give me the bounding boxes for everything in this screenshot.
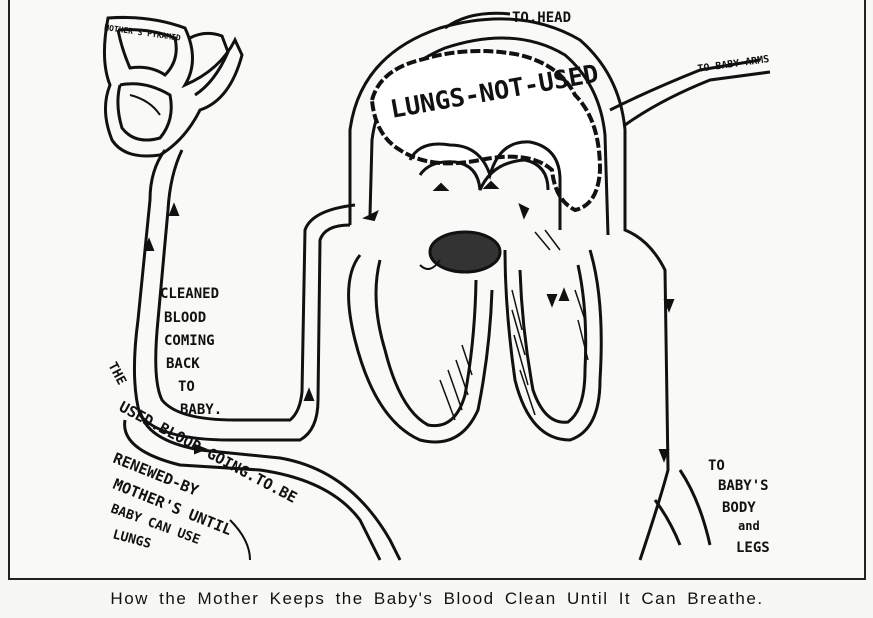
- label-to-baby-arms: TO BABY ARMS: [697, 54, 770, 75]
- body-line-1: TO: [708, 458, 725, 474]
- body-line-5: LEGS: [736, 540, 770, 556]
- label-to-head: TO.HEAD: [512, 10, 571, 26]
- body-line-4: and: [738, 519, 760, 533]
- cleaned-line-6: BABY.: [180, 402, 222, 418]
- label-cleaned-blood: CLEANED BLOOD COMING BACK TO BABY.: [160, 286, 222, 418]
- body-line-3: BODY: [722, 500, 756, 516]
- cleaned-line-3: COMING: [164, 333, 215, 349]
- used-line-1: THE: [104, 360, 128, 388]
- label-to-body-legs: TO BABY'S BODY and LEGS: [708, 458, 770, 556]
- label-mothers-pyramid: MOTHER'S PYRAMID: [104, 23, 182, 43]
- body-line-2: BABY'S: [718, 478, 769, 494]
- cleaned-line-4: BACK: [166, 356, 200, 372]
- circulation-diagram: MOTHER'S PYRAMID TO.HEAD TO BABY ARMS LU…: [0, 0, 873, 580]
- cleaned-line-2: BLOOD: [164, 310, 206, 326]
- figure-caption: How the Mother Keeps the Baby's Blood Cl…: [8, 582, 866, 616]
- cleaned-line-1: CLEANED: [160, 286, 219, 302]
- used-line-6: LUNGS: [111, 527, 153, 552]
- cleaned-line-5: TO: [178, 379, 195, 395]
